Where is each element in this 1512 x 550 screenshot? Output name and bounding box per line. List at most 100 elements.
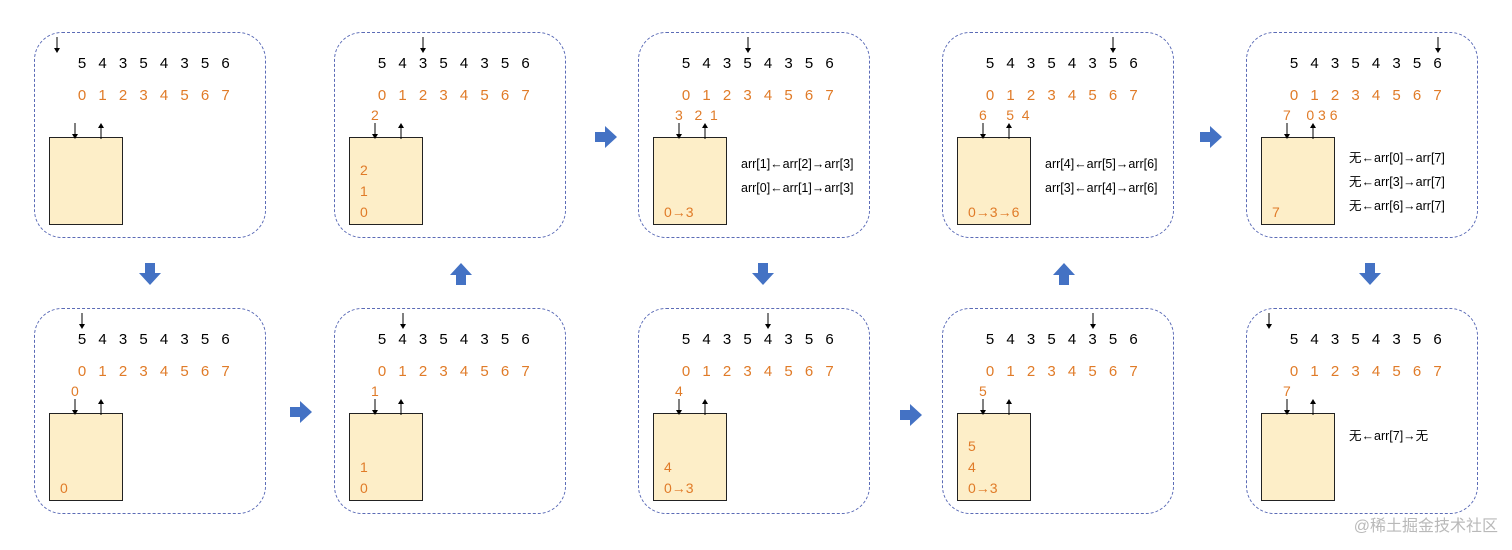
- array-index: 4: [1067, 87, 1077, 104]
- array-value: 6: [1433, 331, 1442, 348]
- array-index: 7: [221, 363, 230, 380]
- array-value: 6: [221, 331, 230, 348]
- array-index: 2: [1330, 87, 1340, 104]
- up-pointer-icon: [702, 399, 708, 415]
- array-index: 6: [1108, 87, 1118, 104]
- array-index: 7: [521, 363, 530, 380]
- array-index: 5: [1088, 363, 1097, 380]
- stack-top-values: 2: [371, 107, 379, 123]
- down-arrow-icon: [139, 263, 161, 285]
- array-value: 4: [763, 331, 773, 348]
- array-value: 3: [1330, 55, 1340, 72]
- array-value: 4: [702, 331, 711, 348]
- array-value: 4: [98, 331, 107, 348]
- array-index: 5: [1392, 87, 1401, 104]
- array-value: 4: [763, 55, 773, 72]
- array-index: 6: [200, 363, 210, 380]
- array-value: 5: [1108, 55, 1118, 72]
- link-annotation: 无←arr[0]→arr[7]: [1349, 151, 1445, 165]
- array-index: 3: [139, 363, 148, 380]
- array-value: 5: [139, 55, 148, 72]
- array-index: 4: [1371, 363, 1381, 380]
- array-index: 4: [159, 87, 169, 104]
- stack-top-values: 4: [675, 383, 683, 399]
- stack-value: 0→3: [968, 480, 998, 496]
- array-index: 4: [1067, 363, 1077, 380]
- array-value: 4: [1371, 331, 1381, 348]
- down-pointer-icon: [1089, 313, 1096, 329]
- array-value: 5: [439, 331, 448, 348]
- down-pointer-icon: [1110, 37, 1116, 53]
- array-index: 2: [1330, 363, 1340, 380]
- stack-top-values: 7: [1283, 383, 1291, 399]
- array-value: 5: [1412, 331, 1422, 348]
- array-index: 0: [377, 363, 387, 380]
- down-pointer-icon: [676, 399, 682, 415]
- array-value: 3: [784, 55, 793, 72]
- array-index: 4: [763, 87, 773, 104]
- down-pointer-icon: [980, 399, 986, 415]
- right-arrow-icon: [290, 401, 312, 423]
- array-value: 3: [180, 331, 189, 348]
- array-index: 2: [722, 87, 732, 104]
- array-value: 5: [1351, 331, 1360, 348]
- array-index: 3: [1047, 363, 1056, 380]
- monotonic-stack: [1261, 413, 1335, 501]
- array-index: 7: [521, 87, 530, 104]
- down-arrow-icon: [752, 263, 774, 285]
- array-index: 6: [1412, 363, 1422, 380]
- array-value: 3: [180, 55, 189, 72]
- stack-value: 2: [360, 162, 368, 178]
- array-index: 0: [77, 87, 87, 104]
- array-index: 6: [500, 87, 510, 104]
- array-value: 6: [221, 55, 230, 72]
- down-pointer-icon: [79, 313, 85, 329]
- array-value: 6: [1129, 331, 1138, 348]
- right-arrow-icon: [595, 126, 617, 148]
- array-value: 3: [1088, 331, 1097, 348]
- up-arrow-icon: [450, 263, 472, 285]
- array-index: 1: [98, 363, 107, 380]
- right-arrow-icon: [1200, 126, 1222, 148]
- array-value: 4: [1310, 331, 1319, 348]
- array-index: 4: [763, 363, 773, 380]
- stack-value: 4: [664, 459, 672, 475]
- down-pointer-icon: [420, 37, 426, 53]
- array-value: 4: [159, 55, 169, 72]
- stack-top-values: 7 0 3 6: [1283, 107, 1338, 123]
- down-pointer-icon: [72, 399, 78, 415]
- array-value: 3: [1392, 55, 1401, 72]
- stack-value: 0→3: [664, 204, 694, 220]
- array-index: 7: [825, 87, 834, 104]
- array-index: 6: [804, 363, 814, 380]
- link-annotation: 无←arr[7]→无: [1349, 429, 1429, 443]
- array-index: 7: [221, 87, 230, 104]
- array-value: 3: [1026, 331, 1036, 348]
- array-value: 5: [1108, 331, 1118, 348]
- array-index: 0: [681, 363, 691, 380]
- array-index: 0: [681, 87, 691, 104]
- array-index: 4: [1371, 87, 1381, 104]
- array-value: 3: [118, 55, 128, 72]
- array-value: 3: [480, 331, 489, 348]
- down-pointer-icon: [72, 123, 78, 139]
- array-index: 5: [180, 87, 189, 104]
- array-value: 4: [398, 55, 407, 72]
- array-value: 3: [118, 331, 128, 348]
- array-value: 5: [77, 55, 87, 72]
- stack-top-values: 3 2 1: [675, 107, 718, 123]
- link-annotation: arr[4]←arr[5]→arr[6]: [1045, 157, 1158, 171]
- down-pointer-icon: [372, 399, 378, 415]
- array-value: 3: [418, 331, 428, 348]
- array-index: 5: [180, 363, 189, 380]
- array-value: 4: [1006, 331, 1015, 348]
- array-value: 5: [1289, 55, 1299, 72]
- array-index: 1: [1006, 363, 1015, 380]
